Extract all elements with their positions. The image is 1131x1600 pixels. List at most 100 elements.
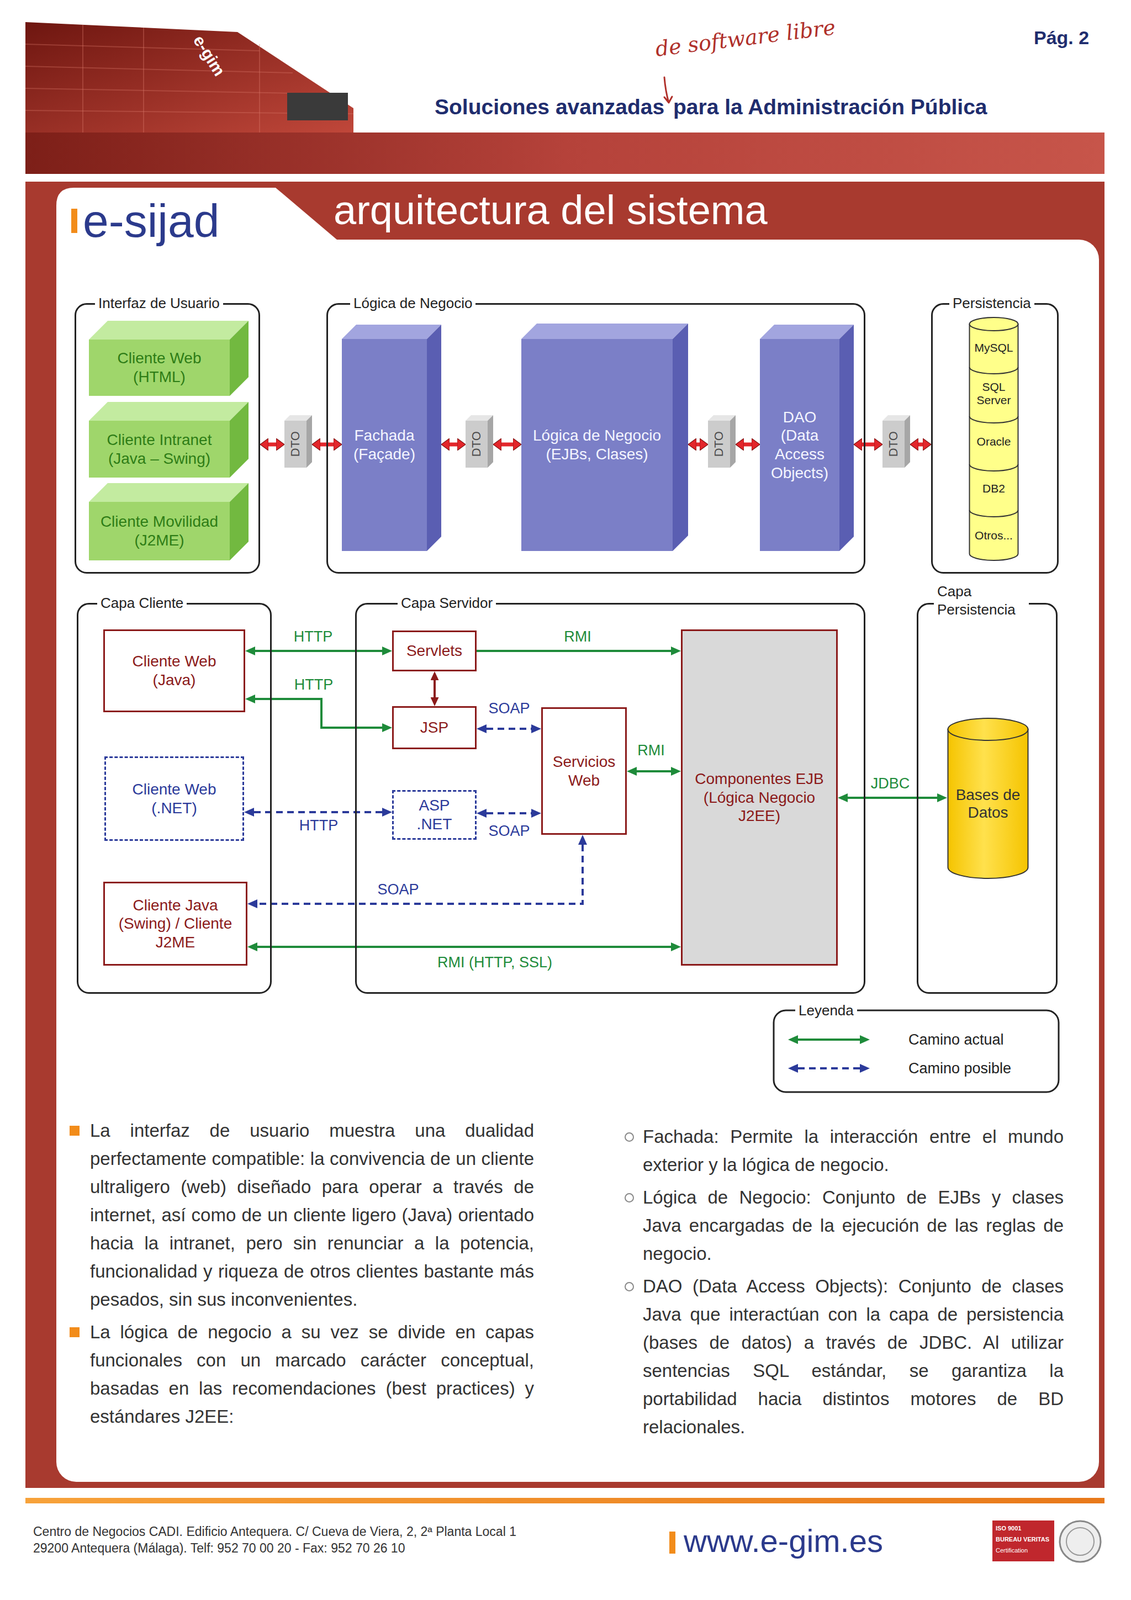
sub-bullet-paragraph: Lógica de Negocio: Conjunto de EJBs y cl… — [642, 1183, 1064, 1268]
segment-label-area: MySQL — [970, 341, 1018, 355]
text-block: ASP .NET — [412, 796, 457, 834]
node-label: Cliente Web (Java) — [124, 652, 225, 690]
dto-label: DTO — [711, 431, 727, 457]
connector — [696, 442, 700, 447]
certification-text: ISO 9001 — [995, 1524, 1022, 1533]
text-block: JSP — [420, 718, 449, 738]
node-label: Cliente Movilidad (J2ME) — [99, 512, 219, 550]
certification-text: BUREAU VERITAS — [995, 1535, 1050, 1544]
connector — [486, 812, 532, 815]
node-label: Servicios Web — [546, 752, 622, 790]
legend-text: Camino actual — [908, 1030, 1004, 1050]
box-side-face — [306, 415, 313, 468]
group-heading: Capa Cliente — [100, 594, 184, 612]
group-heading: Interfaz de Usuario — [98, 294, 220, 312]
client-box: Cliente Intranet (Java – Swing) — [88, 402, 249, 478]
edge-label: RMI (HTTP, SSL) — [435, 953, 555, 972]
title-accent — [71, 208, 78, 234]
segment-label: Otros... — [970, 529, 1018, 543]
group-frame: Capa PersistenciaBases de Datos — [916, 603, 1058, 995]
cylinder-divider — [969, 510, 1019, 517]
text-area: Fachada (Façade) — [341, 339, 427, 552]
certification-seal-inner — [1066, 1528, 1094, 1556]
box-top-face — [88, 320, 249, 340]
text-area: Servicios Web — [542, 709, 626, 834]
text-block: Servicios Web — [546, 752, 622, 790]
segment-label: Oracle — [970, 435, 1018, 449]
text-block: Cliente Web (.NET) — [124, 780, 225, 818]
connector — [918, 442, 923, 447]
building-windows — [25, 24, 354, 133]
dto-box: DTO — [465, 415, 494, 468]
cylinder-body — [948, 729, 1029, 879]
text-block: DTO — [711, 431, 727, 457]
legend-line-solid — [797, 1038, 860, 1041]
box-front-face — [521, 339, 673, 552]
url-accent — [669, 1531, 676, 1555]
segment-label-area: DB2 — [970, 482, 1018, 496]
node-label: Cliente Intranet (Java – Swing) — [99, 430, 219, 468]
group-frame: Lógica de NegocioFachada (Façade)DTOLógi… — [326, 303, 866, 574]
group-frame: PersistenciaMySQLSQL ServerOracleDB2Otro… — [931, 303, 1059, 574]
connector — [255, 699, 383, 728]
content-panel — [56, 239, 1099, 1483]
box-side-face — [229, 483, 249, 561]
product-name: e-sijad — [82, 194, 220, 248]
group-heading: Capa Servidor — [400, 594, 493, 612]
box-side-face — [730, 415, 736, 468]
segment-label: Bases de Datos — [948, 786, 1028, 822]
dto-label: DTO — [288, 431, 303, 457]
box-side-face — [672, 323, 689, 552]
text-area: DAO (Data Access Objects) — [759, 339, 840, 552]
database-cylinder: Bases de Datos — [947, 717, 1029, 880]
edge-label: RMI — [635, 741, 668, 760]
segment-label-area: Bases de Datos — [948, 786, 1028, 822]
page-number: Pág. 2 — [1033, 26, 1090, 49]
dto-label: DTO — [886, 431, 901, 457]
text-block: Cliente Java (Swing) / Cliente J2ME — [109, 896, 242, 953]
edge-label: SOAP — [485, 822, 532, 840]
box-top-face — [88, 483, 249, 502]
text-area: JSP — [393, 707, 475, 748]
header-band — [25, 132, 1105, 174]
certification-text: Certification — [995, 1546, 1028, 1555]
text-column: Fachada: Permite la interacción entre el… — [642, 1122, 1064, 1446]
segment-label: SQL Server — [970, 380, 1018, 408]
group-heading-area: Capa Cliente — [97, 594, 187, 612]
connector — [255, 649, 383, 653]
text-area: Cliente Intranet (Java – Swing) — [88, 420, 230, 478]
box-side-face — [229, 402, 249, 478]
cylinder-divider — [969, 416, 1019, 424]
layer-box: Lógica de Negocio (EJBs, Clases) — [521, 323, 689, 552]
footer-address: 29200 Antequera (Málaga). Telf: 952 70 0… — [33, 1540, 405, 1557]
node-label: ASP .NET — [412, 796, 457, 834]
connector — [449, 442, 458, 447]
connector — [257, 844, 583, 905]
dto-box: DTO — [707, 415, 736, 468]
certification-badge — [992, 1520, 1055, 1562]
segment-label: MySQL — [970, 341, 1018, 355]
text-block: Cliente Intranet (Java – Swing) — [99, 430, 219, 468]
connector — [257, 945, 671, 949]
segment-label-area: SQL Server — [970, 380, 1018, 408]
building-facade — [25, 22, 354, 133]
text-area: ASP .NET — [393, 791, 475, 839]
bullet-paragraph: La lógica de negocio a su vez se divide … — [90, 1318, 535, 1431]
box-side-face — [487, 415, 494, 468]
connector — [636, 770, 671, 773]
client-box: Cliente Web (HTML) — [88, 320, 249, 396]
text-block: Fachada (Façade) — [345, 426, 424, 464]
text-block: DTO — [288, 431, 303, 457]
connector — [268, 442, 277, 447]
box-side-face — [839, 324, 854, 552]
text-area: Cliente Web (HTML) — [88, 339, 230, 396]
ejb-box: Componentes EJB (Lógica Negocio J2EE) — [680, 629, 838, 966]
connector — [433, 680, 436, 698]
text-area: DTO — [707, 420, 731, 468]
connector — [743, 442, 752, 447]
node-label: Cliente Java (Swing) / Cliente J2ME — [109, 896, 242, 953]
box-front-face — [88, 420, 230, 478]
connector — [476, 649, 671, 653]
text-block: Lógica de Negocio (EJBs, Clases) — [524, 426, 670, 464]
server-box: Servlets — [392, 630, 477, 672]
